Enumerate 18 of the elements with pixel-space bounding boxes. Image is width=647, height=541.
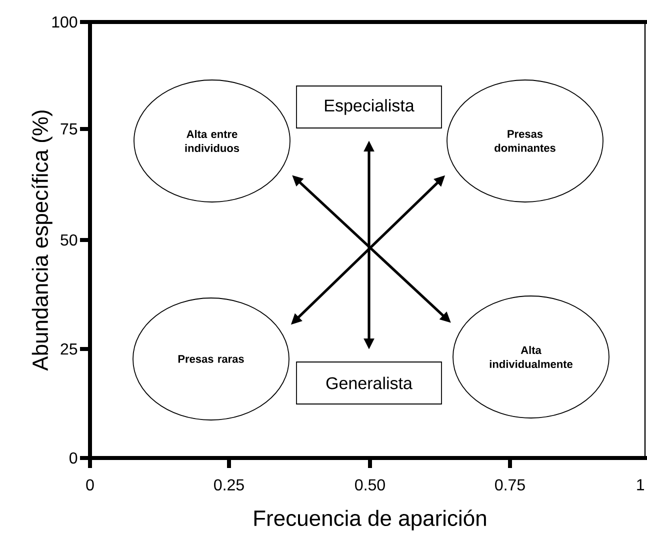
tick-label: 0 bbox=[86, 479, 94, 491]
tick-label: 75 bbox=[60, 123, 78, 135]
tick-label: 0.50 bbox=[355, 479, 385, 491]
ellipse-node: Alta individualmente bbox=[452, 296, 610, 418]
tick-label: 50 bbox=[60, 234, 78, 246]
tick-label: 1 bbox=[637, 479, 644, 490]
tick-label: 0.75 bbox=[495, 479, 525, 491]
tick-label: 25 bbox=[60, 343, 78, 355]
ellipse-node: Alta entre individuos bbox=[134, 80, 290, 202]
ellipse-node: Presas raras bbox=[132, 298, 290, 420]
tick-label: 100 bbox=[52, 16, 78, 28]
axis-title: Abundancia específica (%) bbox=[32, 110, 52, 371]
label-box: Generalista bbox=[296, 362, 442, 404]
ellipse-node: Presas dominantes bbox=[446, 80, 604, 202]
tick-label: 0 bbox=[70, 452, 78, 464]
axis-title: Frecuencia de aparición bbox=[254, 510, 486, 530]
tick-label: 0.25 bbox=[214, 479, 244, 491]
label-box: Especialista bbox=[296, 86, 442, 128]
